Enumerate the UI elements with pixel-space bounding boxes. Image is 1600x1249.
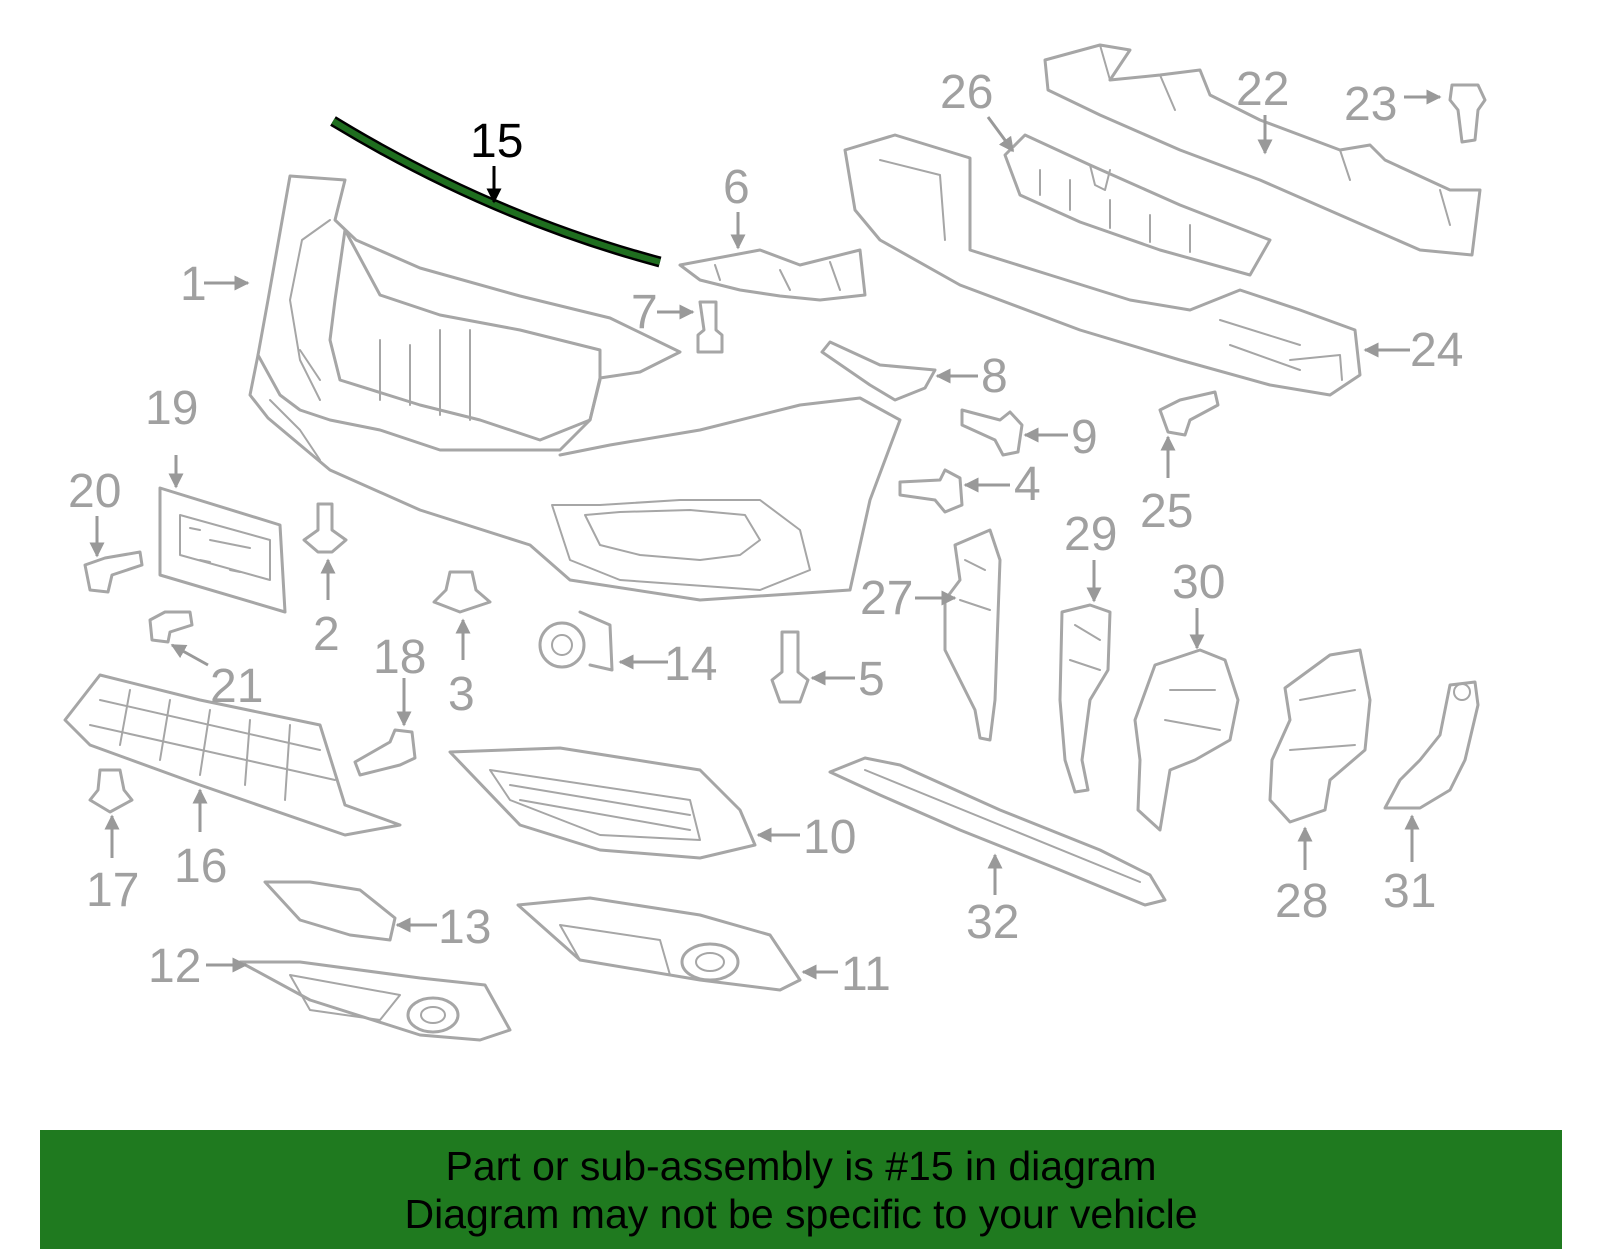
callout-5[interactable]: 5 [858,653,885,706]
callout-32[interactable]: 32 [966,896,1019,949]
callout-30[interactable]: 30 [1172,556,1225,609]
leader-arrows [89,89,1442,980]
part-30-side-bracket[interactable] [1133,648,1240,832]
callout-26[interactable]: 26 [940,66,993,119]
callout-24[interactable]: 24 [1410,324,1463,377]
callout-18[interactable]: 18 [373,631,426,684]
callout-8[interactable]: 8 [981,350,1008,403]
part-9-screw[interactable] [960,408,1024,457]
callout-21[interactable]: 21 [210,660,263,713]
part-31-bracket[interactable] [1383,680,1480,810]
part-16-lower-grille[interactable] [63,673,402,837]
callout-19[interactable]: 19 [145,382,198,435]
part-32-lower-stiffener[interactable] [828,756,1167,907]
callout-9[interactable]: 9 [1071,411,1098,464]
callout-7[interactable]: 7 [631,286,658,339]
callout-31[interactable]: 31 [1383,865,1436,918]
banner-part-line: Part or sub-assembly is #15 in diagram [445,1142,1157,1189]
callout-29[interactable]: 29 [1064,508,1117,561]
callout-25[interactable]: 25 [1140,485,1193,538]
callout-12[interactable]: 12 [148,940,201,993]
banner-disclaimer-line: Diagram may not be specific to your vehi… [404,1190,1198,1237]
part-20-bolt[interactable] [83,550,144,594]
part-4-screw[interactable] [898,468,964,514]
part-14-sensor-holder[interactable] [538,610,614,672]
callout-20[interactable]: 20 [68,465,121,518]
callout-6[interactable]: 6 [723,161,750,214]
callout-10[interactable]: 10 [803,811,856,864]
part-1-bumper-cover[interactable] [248,174,902,602]
part-28-side-bracket[interactable] [1268,648,1372,824]
part-11-fog-garnish[interactable] [516,896,802,992]
part-3-clip[interactable] [432,570,492,614]
part-18-screw[interactable] [353,728,417,777]
part-5-bolt[interactable] [770,630,810,704]
part-7-clip[interactable] [696,300,724,354]
callout-22[interactable]: 22 [1236,63,1289,116]
callout-27[interactable]: 27 [860,572,913,625]
callout-17[interactable]: 17 [86,864,139,917]
part-12-lower-garnish[interactable] [238,960,512,1042]
part-13-tow-hook-cap[interactable] [263,880,397,942]
callout-28[interactable]: 28 [1275,875,1328,928]
part-6-bracket[interactable] [678,248,867,302]
part-27-side-bracket[interactable] [943,528,1002,742]
callout-11[interactable]: 11 [841,948,891,1001]
part-17-clip[interactable] [88,768,134,814]
part-21-screw[interactable] [148,610,194,644]
part-19-license-bracket[interactable] [158,486,287,614]
part-10-fog-garnish[interactable] [448,746,757,860]
callout-15-highlighted[interactable]: 15 [470,115,523,168]
callout-labels: 1 2 3 4 5 6 7 8 9 10 11 12 13 14 15 16 1… [68,63,1463,1001]
callout-14[interactable]: 14 [664,638,717,691]
part-2-clip[interactable] [302,502,348,554]
part-25-bolt[interactable] [1158,390,1220,437]
part-23-bolt[interactable] [1448,83,1487,144]
part-29-side-bracket[interactable] [1058,603,1112,794]
callout-23[interactable]: 23 [1344,78,1397,131]
part-24-bumper-beam[interactable] [843,133,1362,397]
callout-3[interactable]: 3 [448,668,475,721]
part-8-side-molding[interactable] [820,340,937,402]
part-22-reinforcement[interactable] [1043,43,1482,257]
part-26-absorber[interactable] [1003,133,1272,277]
callout-2[interactable]: 2 [313,608,340,661]
callout-1[interactable]: 1 [180,258,207,311]
callout-4[interactable]: 4 [1014,458,1041,511]
info-banner: Part or sub-assembly is #15 in diagram D… [40,1130,1562,1249]
callout-16[interactable]: 16 [174,840,227,893]
callout-13[interactable]: 13 [438,901,491,954]
